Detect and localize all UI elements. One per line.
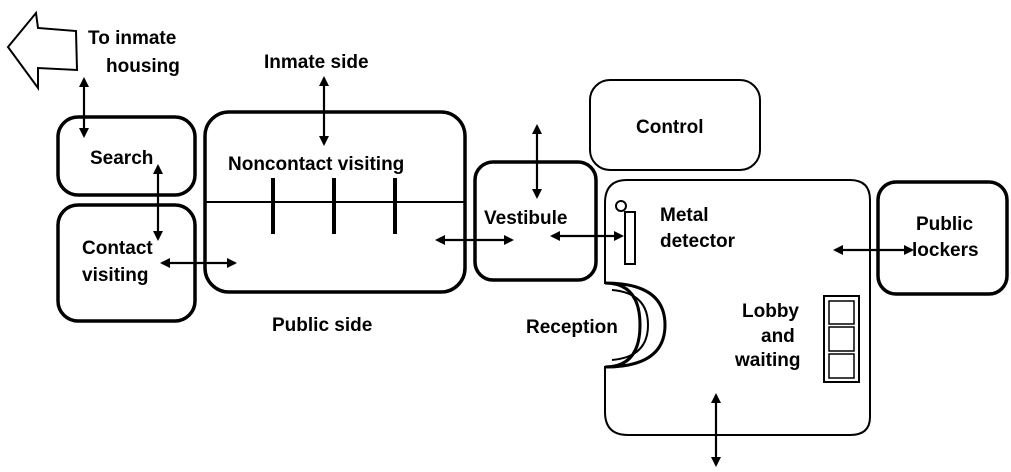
label-lobby-3: waiting [734,350,800,371]
label-lobby-1: Lobby [742,301,799,322]
label-control: Control [636,117,704,138]
label-reception: Reception [526,317,618,338]
label-public-side: Public side [272,315,372,336]
label-search: Search [90,148,153,169]
label-contact-visiting-2: visiting [82,265,149,286]
label-noncontact-visiting: Noncontact visiting [228,154,404,175]
label-vestibule: Vestibule [484,208,567,229]
metal-detector-icon [615,200,636,265]
label-lobby-2: and [761,326,795,347]
public-lockers-room [876,180,1009,296]
label-inmate-side: Inmate side [264,52,369,73]
label-to-inmate-housing-1: To inmate [88,28,176,49]
waiting-seats-icon [823,295,860,383]
label-contact-visiting-1: Contact [82,238,153,259]
label-to-inmate-housing-2: housing [106,56,180,77]
reception-desk [604,281,667,369]
label-metal-detector-1: Metal [660,205,709,226]
control-room [589,79,761,171]
label-public-lockers-2: lockers [912,240,979,261]
exit-arrow-icon [6,10,79,92]
label-metal-detector-2: detector [660,231,736,252]
label-public-lockers-1: Public [916,214,973,235]
reception-counter-inner [611,289,650,361]
